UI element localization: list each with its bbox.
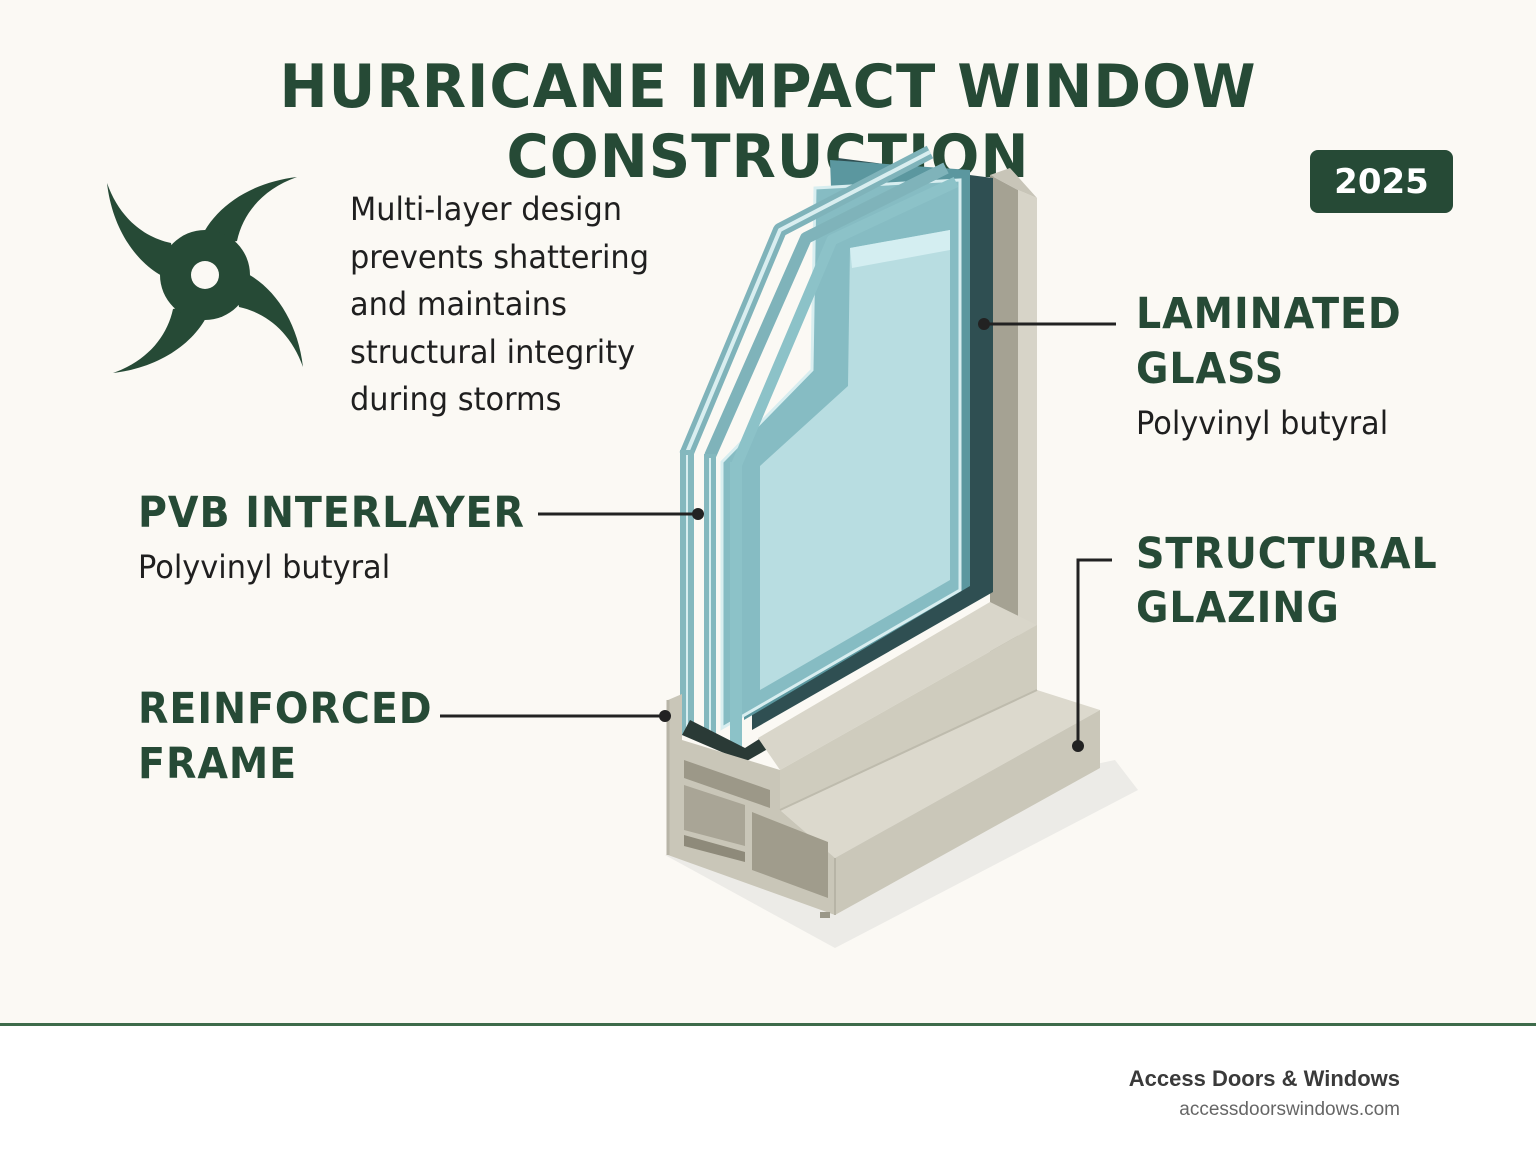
glazing-leader-line (1076, 558, 1112, 746)
leader-dots (659, 318, 1084, 752)
structural-glazing-heading-2: GLAZING (1136, 583, 1340, 633)
footer (0, 1026, 1536, 1154)
pvb-interlayer-subtitle: Polyvinyl butyral (138, 548, 391, 586)
footer-divider (0, 1023, 1536, 1026)
glass-panes (679, 145, 993, 762)
leader-lines (440, 322, 1116, 746)
reinforced-frame-heading-2: FRAME (138, 739, 298, 789)
laminated-glass-heading-2: GLASS (1136, 344, 1285, 394)
pvb-interlayer-heading: PVB INTERLAYER (138, 488, 525, 538)
company-name: Access Doors & Windows (1128, 1066, 1400, 1091)
laminated-glass-subtitle: Polyvinyl butyral (1136, 404, 1389, 442)
laminated-glass-heading-1: LAMINATED (1136, 289, 1402, 339)
structural-glazing-heading-1: STRUCTURAL (1136, 529, 1438, 579)
side-frame (990, 168, 1037, 715)
sill-frame (666, 602, 1100, 918)
hurricane-icon (107, 177, 303, 373)
website-link[interactable]: accessdoorswindows.com (1179, 1099, 1400, 1120)
year-badge: 2025 (1310, 150, 1453, 213)
page-title: HURRICANE IMPACT WINDOW CONSTRUCTION (279, 52, 1257, 192)
intro-description: Multi-layer design prevents shattering a… (350, 190, 649, 418)
reinforced-frame-heading-1: REINFORCED (138, 684, 433, 734)
